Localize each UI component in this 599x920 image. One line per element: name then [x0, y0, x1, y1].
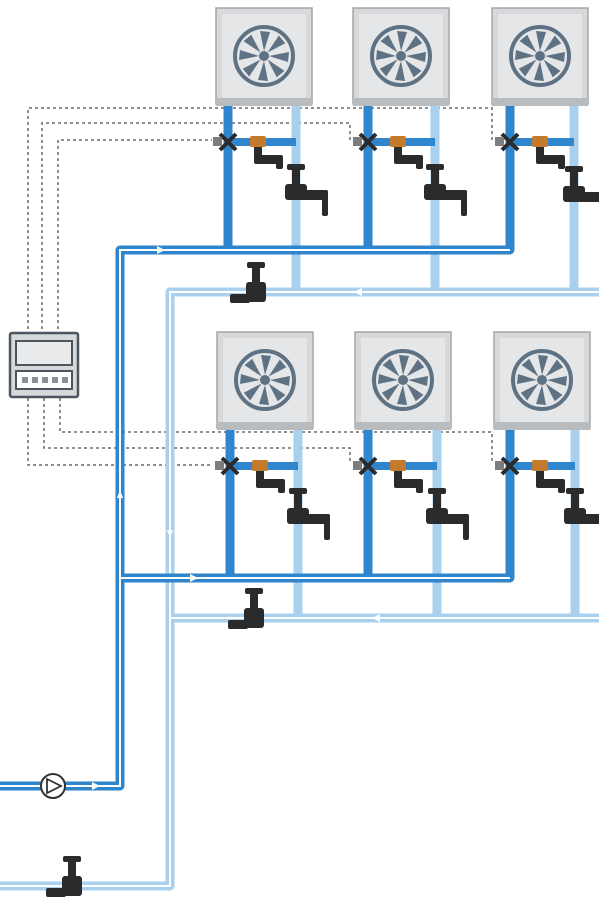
fan-icon — [233, 25, 295, 87]
controller-icon — [8, 331, 80, 399]
control-wiring — [27, 107, 493, 466]
fan-coil-unit — [491, 7, 589, 106]
return-valve-icon — [46, 856, 82, 897]
flow-arrows — [92, 246, 380, 790]
fan-coil-units — [215, 7, 591, 430]
fan-coil-unit — [354, 331, 452, 430]
fan-coil-unit — [493, 331, 591, 430]
fan-coil-unit — [216, 331, 314, 430]
balancing-valve-icon — [285, 164, 328, 216]
return-valve-icon — [230, 262, 266, 303]
fan-coil-unit — [215, 7, 313, 106]
pump-icon — [40, 773, 66, 799]
return-pipe-edges — [0, 291, 599, 887]
balancing-valve-icon — [287, 488, 330, 540]
return-valve-icon — [228, 588, 264, 629]
fan-icon — [509, 25, 571, 87]
fan-icon — [511, 349, 573, 411]
balancing-valve-icon — [424, 164, 467, 216]
fan-coil-unit — [352, 7, 450, 106]
balancing-valve-icon — [563, 166, 599, 218]
fan-icon — [234, 349, 296, 411]
fan-icon — [372, 349, 434, 411]
balancing-valve-icon — [426, 488, 469, 540]
balancing-valves — [46, 164, 599, 897]
balancing-valve-icon — [564, 488, 599, 540]
fan-icon — [370, 25, 432, 87]
